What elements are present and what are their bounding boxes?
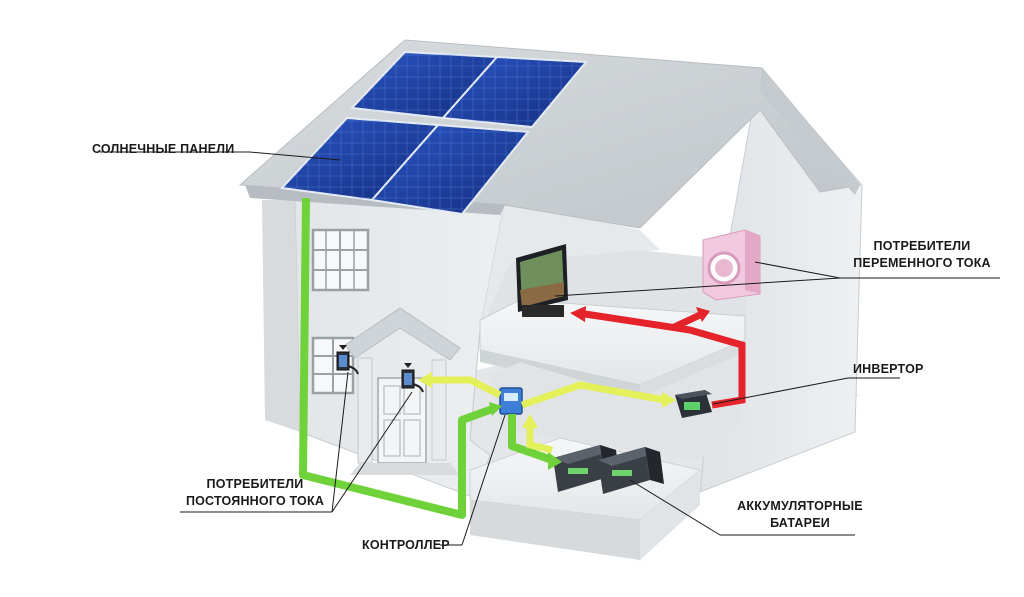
label-ac-consumers-line1: ПОТРЕБИТЕЛИ <box>873 239 971 253</box>
label-inverter: ИНВЕРТОР <box>853 362 924 376</box>
ac-lines <box>570 306 746 409</box>
window-upper <box>311 228 370 292</box>
solar-panels <box>279 50 589 216</box>
label-ac-consumers-line2: ПЕРЕМЕННОГО ТОКА <box>853 256 991 270</box>
controller-icon <box>499 387 523 415</box>
label-solar-panels: СОЛНЕЧНЫЕ ПАНЕЛИ <box>92 142 235 156</box>
dc-lines <box>299 197 562 519</box>
label-controller: КОНТРОЛЛЕР <box>362 538 450 552</box>
label-dc-consumers-line2: ПОСТОЯННОГО ТОКА <box>185 494 325 508</box>
porch-door <box>344 307 461 475</box>
battery-icon <box>598 447 664 494</box>
dc-yellow-lines <box>418 372 676 454</box>
label-dc-consumers-line1: ПОТРЕБИТЕЛИ <box>206 477 304 491</box>
house <box>262 66 863 561</box>
label-batteries-line2: БАТАРЕИ <box>770 516 830 530</box>
solar-panel-icon <box>370 123 530 216</box>
tv-icon <box>516 244 568 317</box>
label-batteries-line1: АККУМУЛЯТОРНЫЕ <box>737 499 863 513</box>
label-dc-consumers: ПОТРЕБИТЕЛИ ПОСТОЯННОГО ТОКА <box>175 476 335 510</box>
wall-lamp-icon <box>336 345 359 375</box>
washing-machine-icon <box>702 229 761 301</box>
label-batteries: АККУМУЛЯТОРНЫЕ БАТАРЕИ <box>725 498 875 532</box>
wall-lamp-icon <box>401 363 424 393</box>
label-ac-consumers: ПОТРЕБИТЕЛИ ПЕРЕМЕННОГО ТОКА <box>842 238 1002 272</box>
solar-panel-icon <box>440 55 589 129</box>
leader-lines <box>100 151 1000 546</box>
inverter-icon <box>675 390 712 418</box>
